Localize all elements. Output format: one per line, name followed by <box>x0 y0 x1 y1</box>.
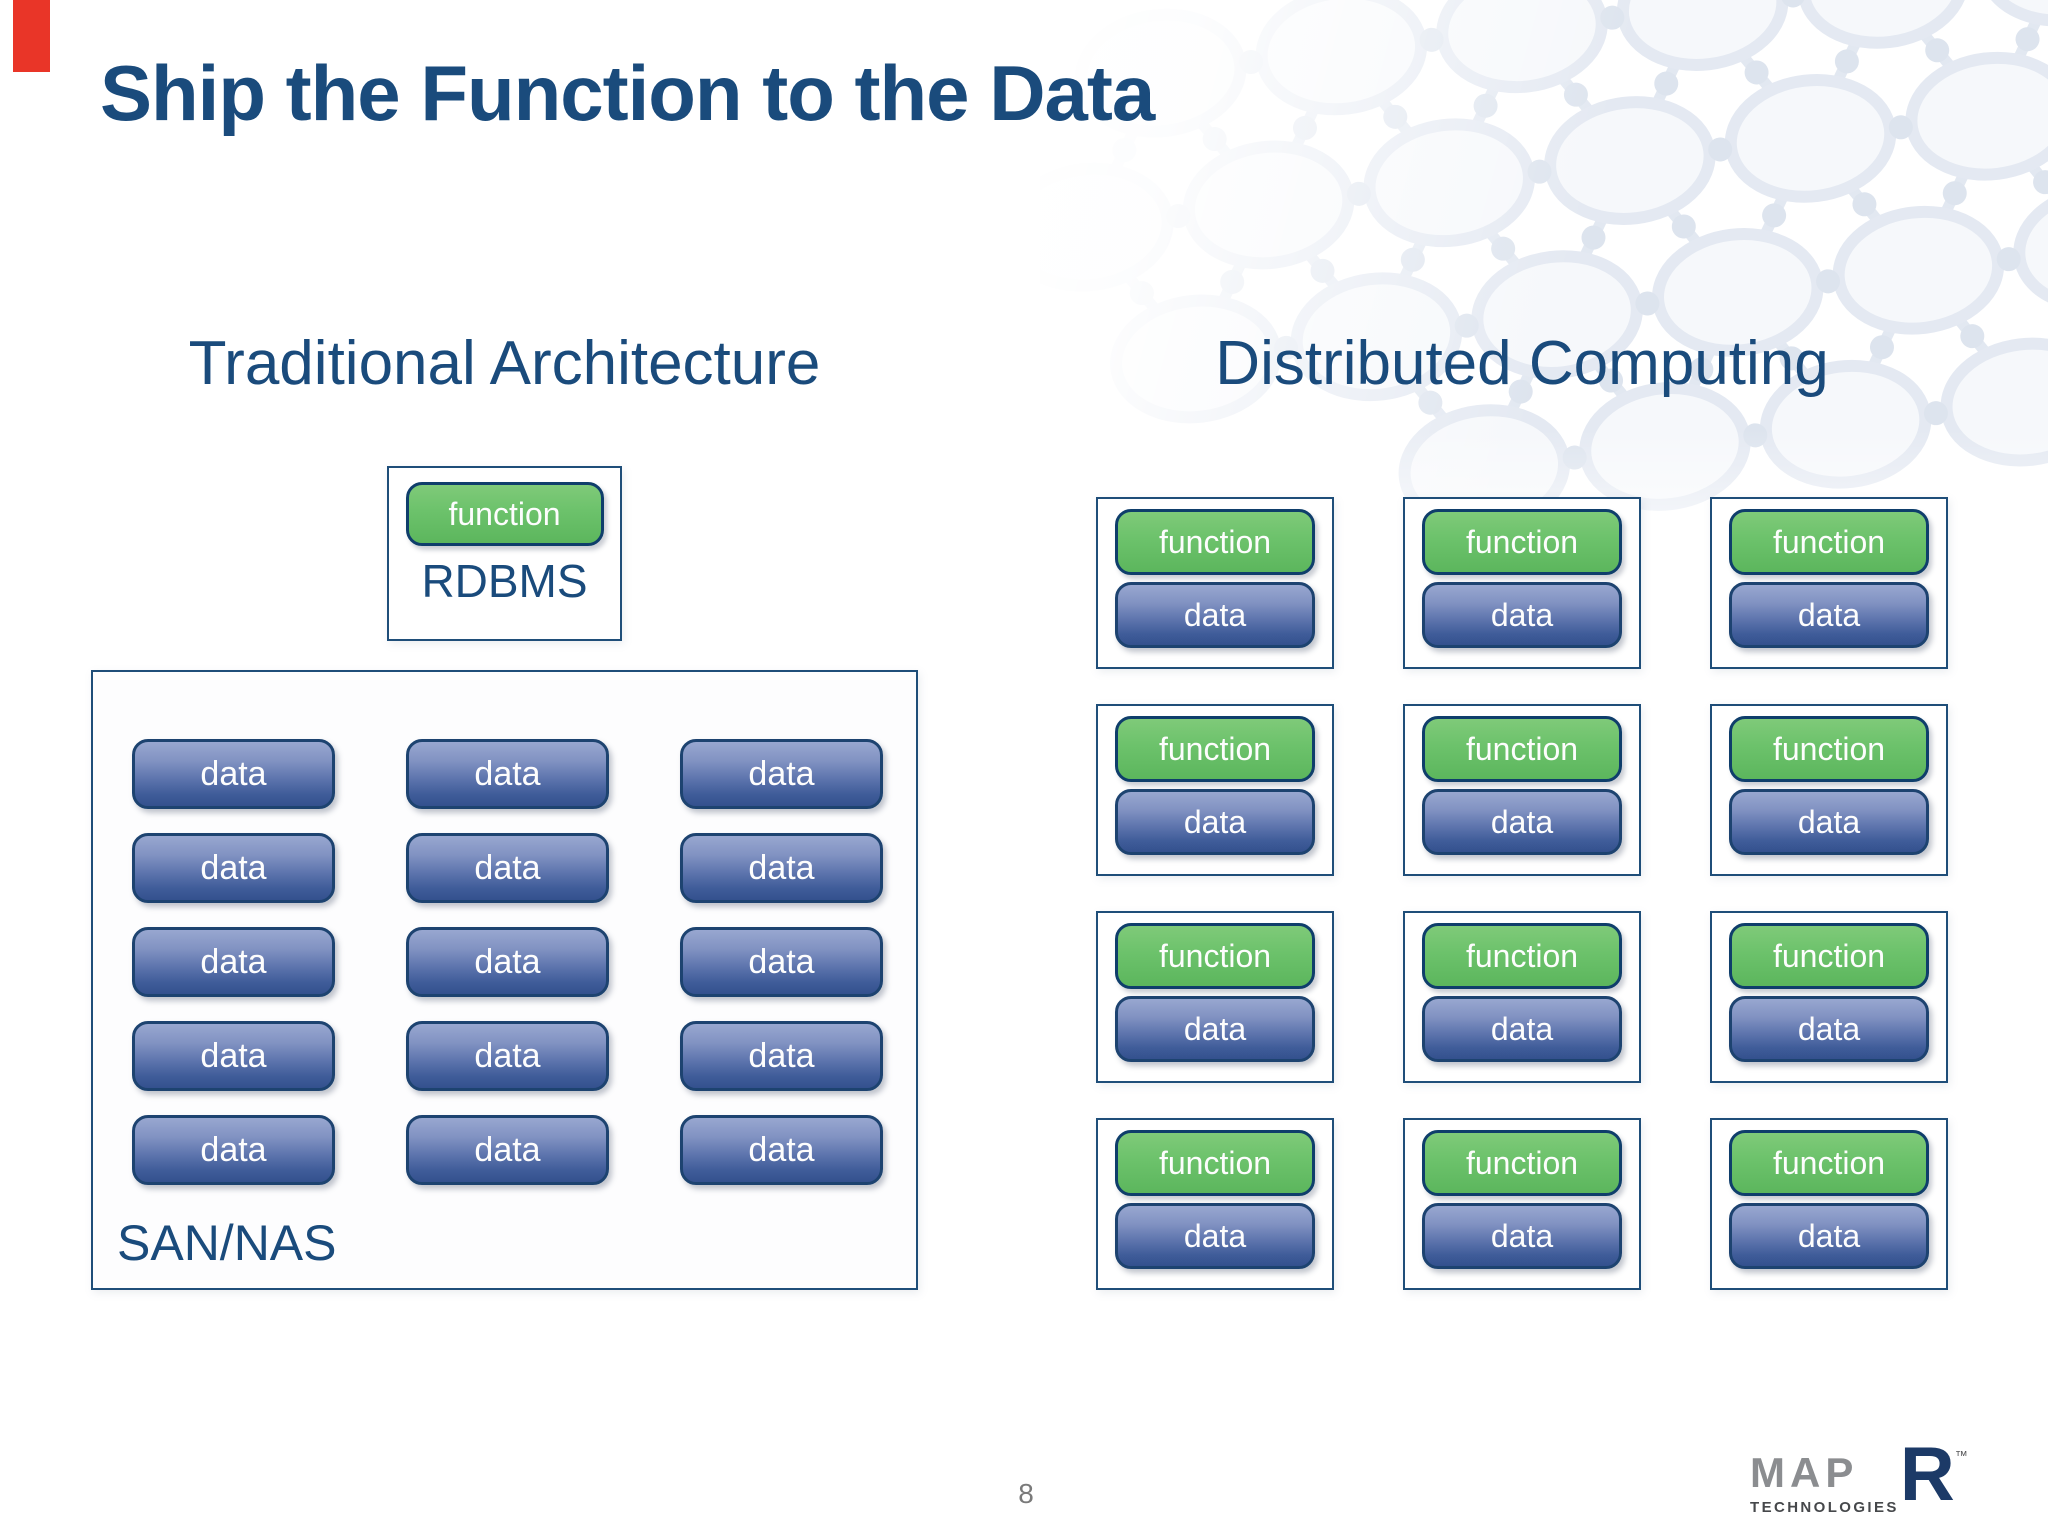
traditional-architecture-heading: Traditional Architecture <box>188 329 821 398</box>
compute-node-box: function data <box>1096 1118 1334 1290</box>
data-pill: data <box>1115 996 1315 1062</box>
compute-node-box: function data <box>1403 911 1641 1083</box>
data-pill: data <box>406 1021 609 1091</box>
data-pill: data <box>1115 582 1315 648</box>
data-pill: data <box>1115 789 1315 855</box>
logo-r-text: R <box>1899 1432 1955 1517</box>
function-pill: function <box>1422 716 1622 782</box>
rdbms-label: RDBMS <box>421 555 588 607</box>
function-pill: function <box>1115 716 1315 782</box>
page-number: 8 <box>1018 1478 1034 1509</box>
data-pill: data <box>132 739 335 809</box>
compute-node-box: function data <box>1096 704 1334 876</box>
data-pill: data <box>406 833 609 903</box>
compute-node-box: function data <box>1403 497 1641 669</box>
function-pill: function <box>1729 923 1929 989</box>
data-pill: data <box>132 1021 335 1091</box>
function-pill: function <box>1729 1130 1929 1196</box>
compute-node-box: function data <box>1403 1118 1641 1290</box>
function-pill: function <box>1422 509 1622 575</box>
compute-node-box: function data <box>1710 704 1948 876</box>
data-pill: data <box>680 927 883 997</box>
compute-node-box: function data <box>1403 704 1641 876</box>
data-pill: data <box>1422 582 1622 648</box>
data-pill: data <box>1729 789 1929 855</box>
data-pill: data <box>1729 1203 1929 1269</box>
compute-node-box: function data <box>1710 497 1948 669</box>
logo-technologies-text: TECHNOLOGIES <box>1750 1498 1899 1516</box>
rdbms-box: function RDBMS <box>387 466 622 641</box>
compute-node-box: function data <box>1096 497 1334 669</box>
data-pill: data <box>132 1115 335 1185</box>
trademark-symbol: ™ <box>1954 1448 1968 1463</box>
function-pill: function <box>1729 716 1929 782</box>
compute-node-box: function data <box>1710 1118 1948 1290</box>
slide-title: Ship the Function to the Data <box>100 49 1155 137</box>
data-pill: data <box>680 1115 883 1185</box>
data-pill: data <box>680 833 883 903</box>
function-pill: function <box>1422 1130 1622 1196</box>
distributed-computing-heading: Distributed Computing <box>1215 329 1829 398</box>
function-pill: function <box>1115 1130 1315 1196</box>
data-pill: data <box>132 927 335 997</box>
logo-left-column: MAP TECHNOLOGIES <box>1750 1447 1899 1516</box>
function-pill: function <box>1422 923 1622 989</box>
compute-node-box: function data <box>1710 911 1948 1083</box>
san-data-grid: data data data data data data data data data data… <box>132 739 883 1185</box>
data-pill: data <box>1422 789 1622 855</box>
function-pill: function <box>1729 509 1929 575</box>
compute-node-box: function data <box>1096 911 1334 1083</box>
mapr-logo: MAP TECHNOLOGIES R ™ <box>1750 1432 1968 1517</box>
background-fade <box>1040 0 2048 580</box>
red-marker-bar <box>13 0 50 72</box>
san-nas-box: data data data data data data data data data data… <box>91 670 918 1290</box>
data-pill: data <box>1729 996 1929 1062</box>
data-pill: data <box>406 927 609 997</box>
function-pill: function <box>1115 509 1315 575</box>
data-pill: data <box>680 739 883 809</box>
san-nas-label: SAN/NAS <box>117 1215 337 1271</box>
data-pill: data <box>1422 1203 1622 1269</box>
logo-map-text: MAP <box>1750 1449 1859 1496</box>
data-pill: data <box>132 833 335 903</box>
function-pill: function <box>1115 923 1315 989</box>
data-pill: data <box>406 1115 609 1185</box>
data-pill: data <box>1729 582 1929 648</box>
function-pill: function <box>405 482 604 546</box>
data-pill: data <box>1422 996 1622 1062</box>
data-pill: data <box>1115 1203 1315 1269</box>
data-pill: data <box>680 1021 883 1091</box>
data-pill: data <box>406 739 609 809</box>
